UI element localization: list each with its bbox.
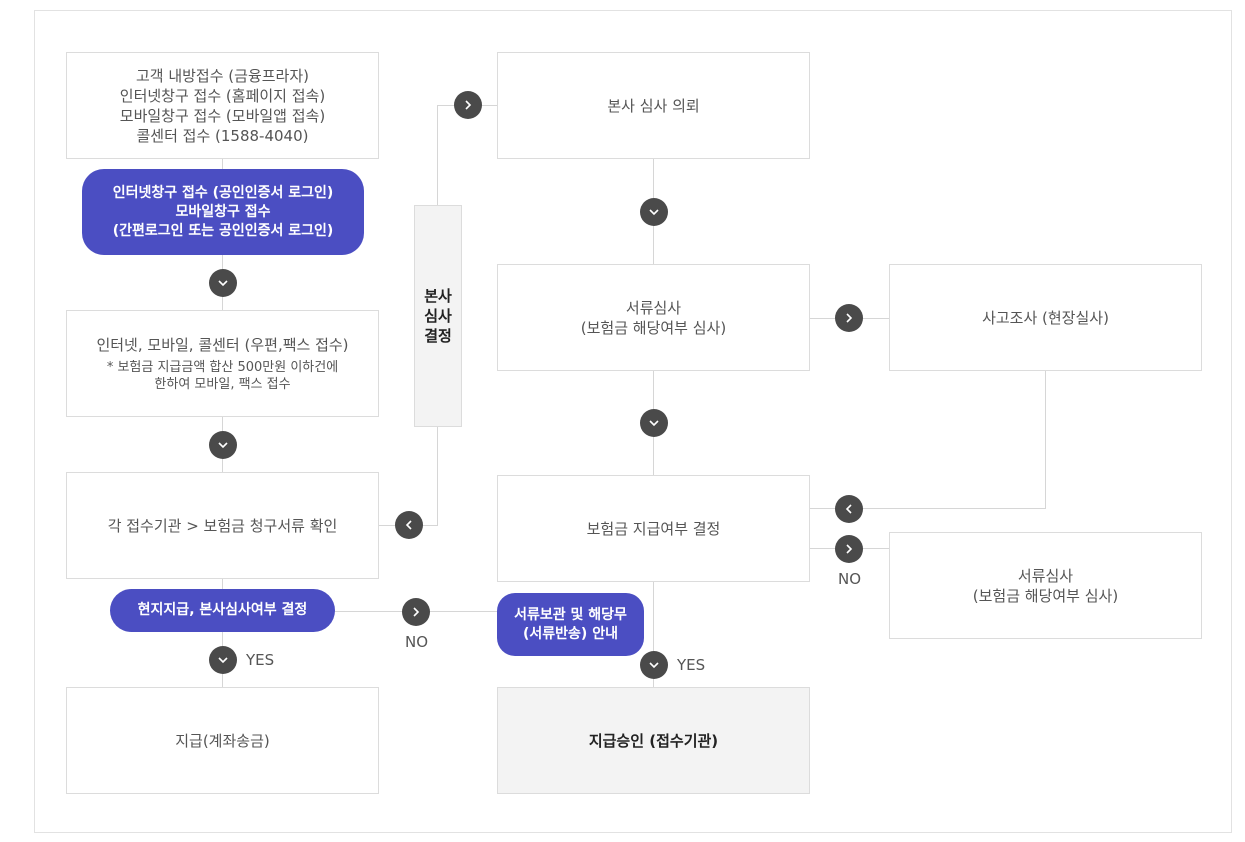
payment-decision-label: 보험금 지급여부 결정 xyxy=(586,519,721,538)
right-no-label: NO xyxy=(838,570,862,588)
hq-review-decision-label: 본사 심사 결정 xyxy=(414,205,462,427)
document-review-box: 서류심사 (보험금 해당여부 심사) xyxy=(497,264,810,371)
side-label-line-1: 본사 xyxy=(424,287,452,305)
receipt-channel-3: 모바일창구 접수 (모바일앱 접속) xyxy=(119,106,326,125)
chevron-down-icon xyxy=(209,269,237,297)
chevron-down-icon xyxy=(640,409,668,437)
payment-box: 지급(계좌송금) xyxy=(66,687,379,794)
right-document-review-line-2: (보험금 해당여부 심사) xyxy=(972,586,1119,605)
chevron-right-icon xyxy=(835,535,863,563)
online-receipt-pill: 인터넷창구 접수 (공인인증서 로그인) 모바일창구 접수 (간편로그인 또는 … xyxy=(82,169,364,255)
left-yes-label: YES xyxy=(246,651,275,669)
investigation-return-connector xyxy=(809,508,1046,509)
online-pill-line-3: (간편로그인 또는 공인인증서 로그인) xyxy=(112,222,334,239)
receipt-channel-2: 인터넷창구 접수 (홈페이지 접속) xyxy=(119,86,326,105)
document-check-label: 각 접수기관 > 보험금 청구서류 확인 xyxy=(107,516,338,535)
online-pill-line-2: 모바일창구 접수 xyxy=(175,203,271,220)
no-label: NO xyxy=(405,633,429,651)
payment-label: 지급(계좌송금) xyxy=(175,731,270,750)
chevron-left-icon xyxy=(835,495,863,523)
chevron-down-icon xyxy=(209,431,237,459)
document-review-line-1: 서류심사 xyxy=(625,298,682,317)
document-check-box: 각 접수기관 > 보험금 청구서류 확인 xyxy=(66,472,379,579)
fax-note-line-1: * 보험금 지급금액 합산 500만원 이하건에 xyxy=(106,359,339,375)
side-label-line-2: 심사 xyxy=(424,307,452,325)
fax-receipt-title: 인터넷, 모바일, 콜센터 (우편,팩스 접수) xyxy=(96,335,349,354)
hq-review-request-box: 본사 심사 의뢰 xyxy=(497,52,810,159)
investigation-down-connector xyxy=(1045,370,1046,509)
chevron-right-icon xyxy=(835,304,863,332)
right-document-review-line-1: 서류심사 xyxy=(1017,566,1074,585)
document-return-line-1: 서류보관 및 해당무 xyxy=(514,606,627,623)
hq-review-request-label: 본사 심사 의뢰 xyxy=(607,96,700,115)
receipt-channel-4: 콜센터 접수 (1588-4040) xyxy=(136,126,309,145)
middle-yes-label: YES xyxy=(677,656,706,674)
left-connector xyxy=(222,158,223,688)
receipt-channels-box: 고객 내방접수 (금융프라자) 인터넷창구 접수 (홈페이지 접속) 모바일창구… xyxy=(66,52,379,159)
document-return-line-2: (서류반송) 안내 xyxy=(523,625,618,642)
local-payment-decision-label: 현지지급, 본사심사여부 결정 xyxy=(137,602,308,618)
payment-approval-box: 지급승인 (접수기관) xyxy=(497,687,810,794)
fax-receipt-box: 인터넷, 모바일, 콜센터 (우편,팩스 접수) * 보험금 지급금액 합산 5… xyxy=(66,310,379,417)
chevron-down-icon xyxy=(209,646,237,674)
fax-note-line-2: 한하여 모바일, 팩스 접수 xyxy=(154,376,291,392)
receipt-channel-1: 고객 내방접수 (금융프라자) xyxy=(135,66,310,85)
right-document-review-box: 서류심사 (보험금 해당여부 심사) xyxy=(889,532,1202,639)
online-pill-line-1: 인터넷창구 접수 (공인인증서 로그인) xyxy=(112,184,334,201)
payment-approval-label: 지급승인 (접수기관) xyxy=(588,731,719,750)
chevron-down-icon xyxy=(640,198,668,226)
document-return-pill: 서류보관 및 해당무 (서류반송) 안내 xyxy=(497,593,644,656)
chevron-down-icon xyxy=(640,651,668,679)
accident-investigation-label: 사고조사 (현장실사) xyxy=(982,308,1109,327)
local-payment-decision-pill: 현지지급, 본사심사여부 결정 xyxy=(110,589,335,632)
chevron-right-icon xyxy=(402,598,430,626)
side-label-line-3: 결정 xyxy=(424,327,452,345)
payment-decision-box: 보험금 지급여부 결정 xyxy=(497,475,810,582)
fax-receipt-note: * 보험금 지급금액 합산 500만원 이하건에 한하여 모바일, 팩스 접수 xyxy=(107,359,338,393)
diagram-frame xyxy=(34,10,1232,833)
chevron-left-icon xyxy=(395,511,423,539)
accident-investigation-box: 사고조사 (현장실사) xyxy=(889,264,1202,371)
document-review-line-2: (보험금 해당여부 심사) xyxy=(580,318,727,337)
chevron-right-icon xyxy=(454,91,482,119)
